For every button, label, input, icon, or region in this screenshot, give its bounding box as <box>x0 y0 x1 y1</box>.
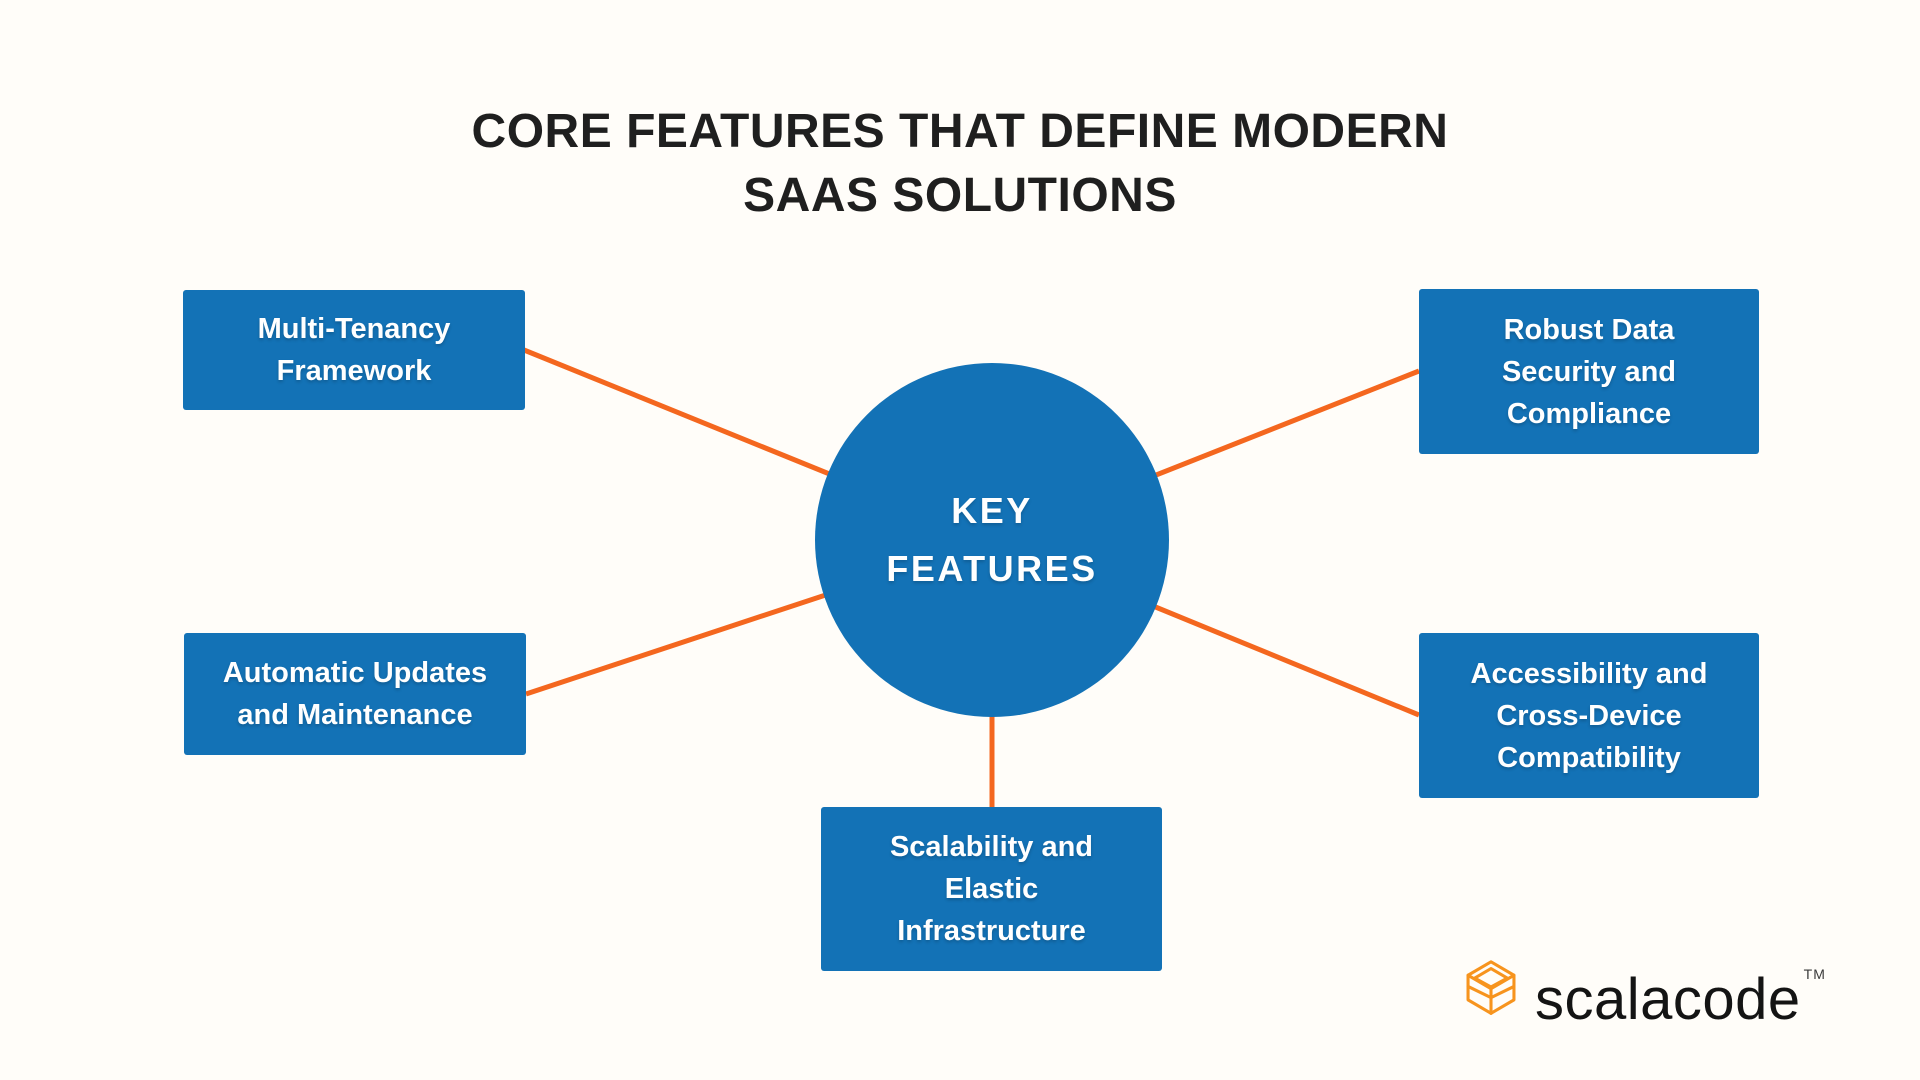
page-title: CORE FEATURES THAT DEFINE MODERN SAAS SO… <box>0 100 1920 228</box>
node-multi-tenancy-framework: Multi-Tenancy Framework <box>183 290 525 410</box>
key-features-hub: KEY FEATURES <box>815 363 1169 717</box>
node-label-line: Multi-Tenancy <box>257 313 451 345</box>
node-label-line: Scalability and <box>889 831 1094 863</box>
trademark-mark: TM <box>1803 966 1826 982</box>
page-title-line-1: CORE FEATURES THAT DEFINE MODERN <box>471 105 1449 158</box>
brand-name-text: scalacode <box>1535 967 1801 1032</box>
page-title-line-2: SAAS SOLUTIONS <box>743 169 1177 222</box>
node-label-line: Security and <box>1501 355 1677 388</box>
node-label-line: Compatibility <box>1497 741 1681 774</box>
wireframe-box-icon <box>1466 960 1516 1015</box>
node-accessibility-compatibility: Accessibility and Cross-Device Compatibi… <box>1419 633 1759 798</box>
node-label-line: Robust Data <box>1503 313 1675 346</box>
node-label-line: Elastic <box>944 873 1039 905</box>
hub-label-line-2: FEATURES <box>886 548 1098 589</box>
node-label-line: and Maintenance <box>237 699 473 731</box>
node-label-line: Cross-Device <box>1496 699 1682 732</box>
node-robust-data-security: Robust Data Security and Compliance <box>1419 289 1759 454</box>
node-label-line: Infrastructure <box>897 915 1086 947</box>
node-label-line: Accessibility and <box>1470 657 1708 690</box>
node-label-line: Automatic Updates <box>222 657 488 689</box>
node-label-line: Framework <box>276 355 432 387</box>
node-scalability-infrastructure: Scalability and Elastic Infrastructure <box>821 807 1162 971</box>
hub-label-line-1: KEY <box>951 490 1033 531</box>
node-automatic-updates: Automatic Updates and Maintenance <box>184 633 526 755</box>
node-label-line: Compliance <box>1506 397 1672 430</box>
